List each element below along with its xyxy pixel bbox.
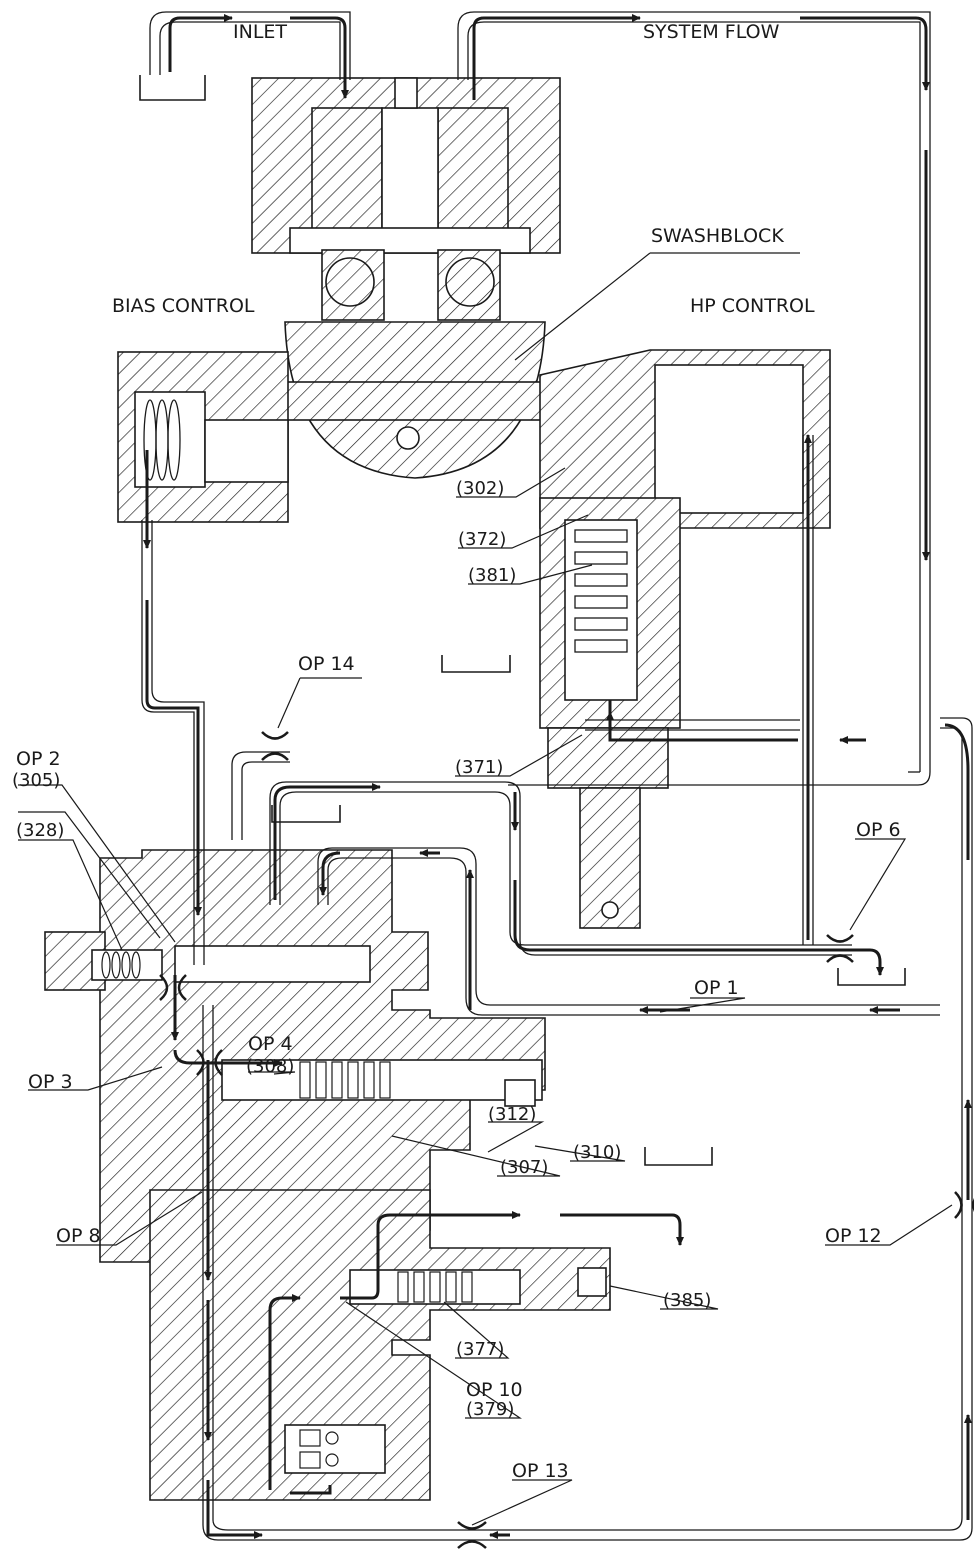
label-op8: OP 8 [56,1225,101,1247]
label-bias-control: BIAS CONTROL [112,295,255,317]
label-op14: OP 14 [298,653,355,675]
label-system-flow: SYSTEM FLOW [643,21,780,43]
ref-379: (379) [466,1399,514,1420]
ref-310: (310) [573,1142,621,1163]
orifice-op13 [457,1521,487,1549]
label-op4: OP 4 [248,1033,293,1055]
label-op2: OP 2 [16,748,61,770]
orifice-symbols [159,731,974,1549]
label-op1: OP 1 [694,977,739,999]
ref-328: (328) [16,820,64,841]
hp-control-housing [539,349,831,929]
ref-307: (307) [500,1157,548,1178]
orifice-op6 [826,934,854,963]
pump-housing [251,77,561,321]
flow-arrows [143,14,972,1539]
label-inlet: INLET [233,21,287,43]
label-op3: OP 3 [28,1071,73,1093]
ref-308: (308) [246,1056,294,1077]
label-swashblock: SWASHBLOCK [651,225,784,247]
label-op12: OP 12 [825,1225,882,1247]
label-op13: OP 13 [512,1460,569,1482]
ref-381: (381) [468,565,516,586]
lower-valve-body [149,1189,611,1501]
orifice-op14 [261,731,289,761]
label-hp-control: HP CONTROL [690,295,815,317]
ref-372: (372) [458,529,506,550]
label-op10: OP 10 [466,1379,523,1401]
ref-302: (302) [456,478,504,499]
orifice-op3 [159,974,187,1001]
label-op6: OP 6 [856,819,901,841]
ref-305: (305) [12,770,60,791]
bias-control-cylinder [117,351,289,523]
orifice-op8 [196,1049,223,1076]
ref-371: (371) [455,757,503,778]
orifice-op12 [954,1191,974,1219]
ref-385: (385) [663,1290,711,1311]
ref-312: (312) [488,1104,536,1125]
leader-lines [18,252,953,1526]
ref-377: (377) [456,1339,504,1360]
